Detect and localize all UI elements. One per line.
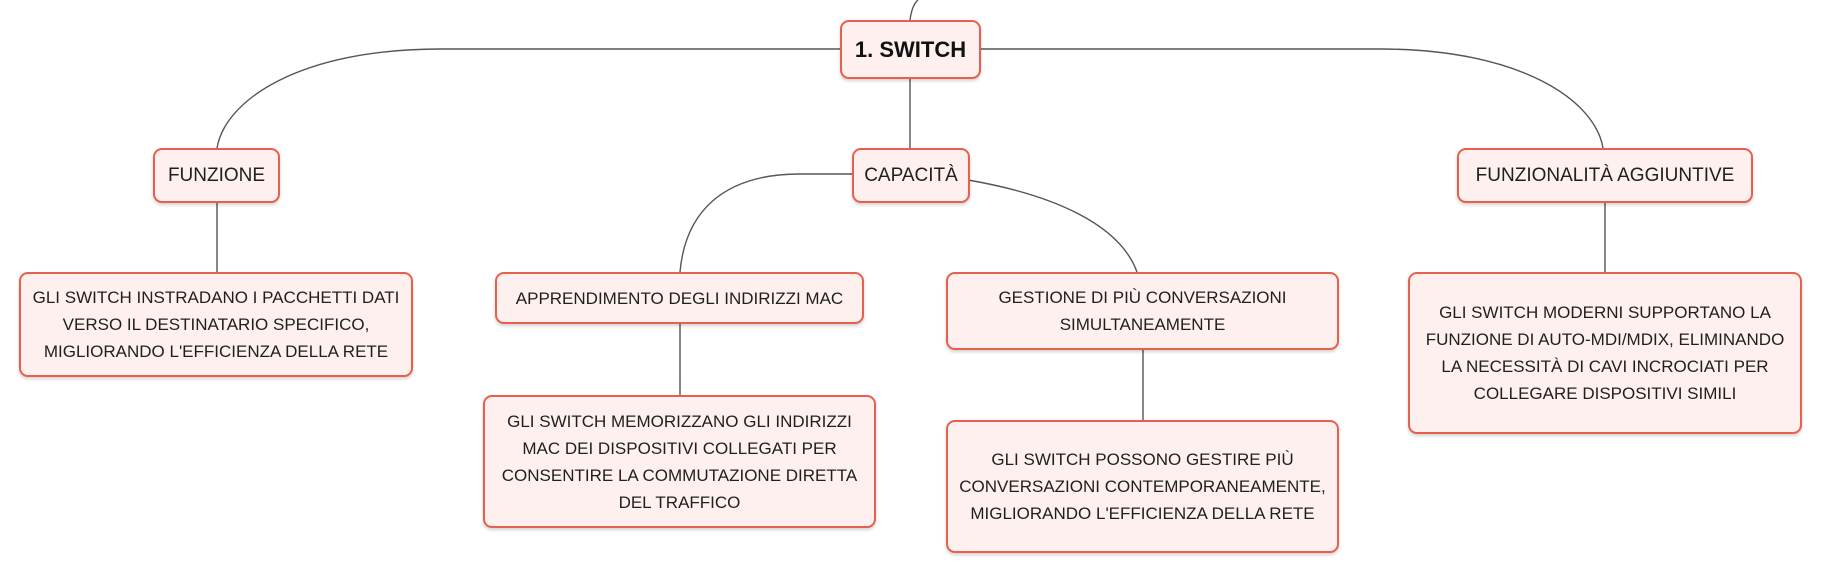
detail-text-gestione-conversazioni: GLI SWITCH POSSONO GESTIRE PIÙ CONVERSAZ… (959, 450, 1326, 523)
root-node[interactable]: 1. SWITCH (840, 20, 981, 79)
root-label: 1. SWITCH (854, 37, 967, 62)
branch-node-funzionalita-aggiuntive[interactable]: FUNZIONALITÀ AGGIUNTIVE (1457, 148, 1753, 203)
branch-label-funzionalita-aggiuntive: FUNZIONALITÀ AGGIUNTIVE (1475, 165, 1735, 186)
subtopic-node-gestione-conversazioni[interactable]: GESTIONE DI PIÙ CONVERSAZIONI SIMULTANEA… (946, 272, 1339, 350)
connector-root-funzionalita (980, 48, 1604, 149)
subtopic-node-apprendimento-mac[interactable]: APPRENDIMENTO DEGLI INDIRIZZI MAC (495, 272, 864, 324)
connector-capacita-gestione (967, 179, 1138, 273)
branch-node-capacita[interactable]: CAPACITÀ (852, 148, 970, 203)
connector-root-funzione (216, 48, 840, 149)
detail-node-gestione-conversazioni[interactable]: GLI SWITCH POSSONO GESTIRE PIÙ CONVERSAZ… (946, 420, 1339, 553)
detail-text-funzione: GLI SWITCH INSTRADANO I PACCHETTI DATI V… (32, 288, 400, 361)
detail-text-funzionalita-aggiuntive: GLI SWITCH MODERNI SUPPORTANO LA FUNZION… (1425, 303, 1785, 403)
branch-label-capacita: CAPACITÀ (864, 165, 958, 186)
detail-node-funzione[interactable]: GLI SWITCH INSTRADANO I PACCHETTI DATI V… (19, 272, 413, 377)
branch-node-funzione[interactable]: FUNZIONE (153, 148, 280, 203)
connector-capacita-mac (679, 173, 852, 273)
detail-node-funzionalita-aggiuntive[interactable]: GLI SWITCH MODERNI SUPPORTANO LA FUNZION… (1408, 272, 1802, 434)
subtopic-label-gestione-conversazioni: GESTIONE DI PIÙ CONVERSAZIONI SIMULTANEA… (998, 288, 1287, 334)
detail-text-apprendimento-mac: GLI SWITCH MEMORIZZANO GLI INDIRIZZI MAC… (501, 411, 858, 512)
branch-label-funzione: FUNZIONE (167, 165, 266, 186)
subtopic-label-apprendimento-mac: APPRENDIMENTO DEGLI INDIRIZZI MAC (515, 288, 844, 308)
detail-node-apprendimento-mac[interactable]: GLI SWITCH MEMORIZZANO GLI INDIRIZZI MAC… (483, 395, 876, 528)
connector-incoming (909, 0, 919, 21)
